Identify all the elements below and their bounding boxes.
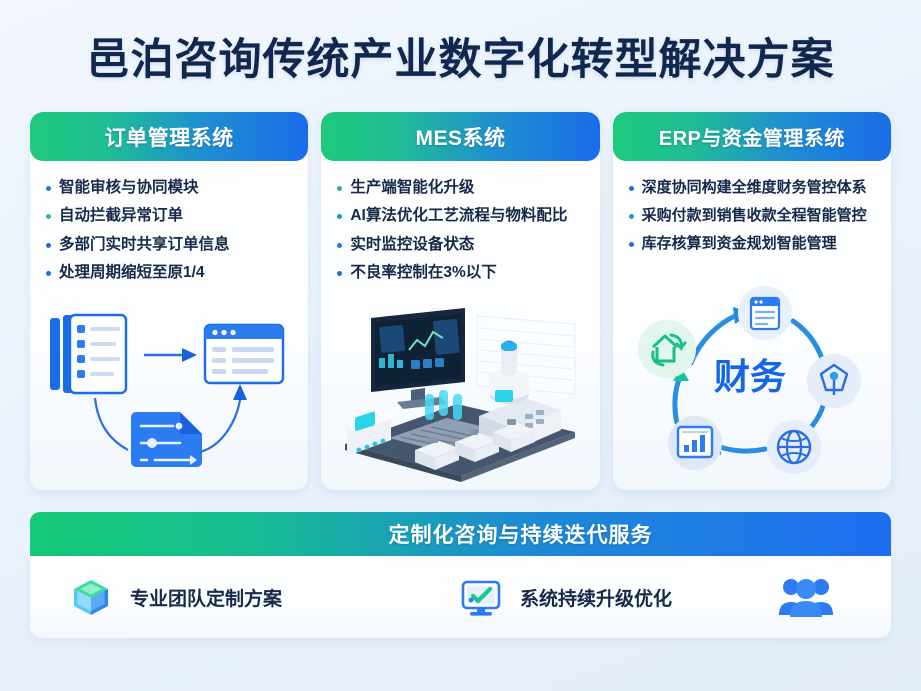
bullet-label: 实时监控设备状态 bbox=[350, 235, 475, 253]
list-item: 生产端智能化升级 bbox=[337, 177, 589, 199]
bullet-label: 不良率控制在3%以下 bbox=[350, 264, 497, 282]
list-item: 深度协同构建全维度财务管控体系 bbox=[628, 177, 881, 199]
list-item: 库存核算到资金规划智能管理 bbox=[628, 233, 881, 255]
card-title-erp: ERP与资金管理系统 bbox=[658, 128, 845, 150]
bullet-dot-icon bbox=[337, 271, 343, 277]
bullet-label: 智能审核与协同模块 bbox=[59, 179, 199, 196]
list-item: 多部门实时共享订单信息 bbox=[46, 234, 298, 256]
bullet-label: AI算法优化工艺流程与物料配比 bbox=[350, 207, 568, 225]
list-item: 不良率控制在3%以下 bbox=[337, 262, 589, 284]
smart-factory-illustration bbox=[321, 295, 599, 490]
bullet-label: 深度协同构建全维度财务管控体系 bbox=[641, 179, 867, 196]
bullet-label: 库存核算到资金规划智能管理 bbox=[641, 234, 837, 252]
list-item: 采购付款到销售收款全程智能管控 bbox=[628, 205, 881, 227]
list-item: 自动拦截异常订单 bbox=[46, 205, 298, 227]
list-item: 处理周期缩短至原1/4 bbox=[46, 262, 298, 284]
title-section: 邑泊咨询传统产业数字化转型解决方案 bbox=[30, 0, 891, 112]
list-item: 智能审核与协同模块 bbox=[46, 177, 298, 199]
card-header-erp: ERP与资金管理系统 bbox=[612, 112, 891, 161]
footer-label-system-upgrade: 系统持续升级优化 bbox=[520, 588, 673, 610]
list-item: AI算法优化工艺流程与物料配比 bbox=[337, 205, 589, 227]
order-flow-graphic bbox=[50, 313, 285, 467]
footer-item-system-upgrade[interactable]: 系统持续升级优化 bbox=[458, 574, 777, 620]
bullet-dot-icon bbox=[628, 241, 634, 247]
bullet-label: 生产端智能化升级 bbox=[350, 179, 475, 196]
card-order-management[interactable]: 订单管理系统 智能审核与协同模块 自动拦截异常订单 多部门实时共享订单信息 处 bbox=[30, 112, 309, 490]
footer-bar: 专业团队定制方案 系统持续升级优化 bbox=[30, 556, 891, 638]
bullet-dot-icon bbox=[628, 186, 634, 191]
bullet-label: 自动拦截异常订单 bbox=[59, 207, 184, 225]
card-mes-system[interactable]: MES系统 生产端智能化升级 AI算法优化工艺流程与物料配比 实时监控设备状态 bbox=[321, 112, 600, 490]
bullet-dot-icon bbox=[46, 186, 51, 191]
footer-label-team-plan: 专业团队定制方案 bbox=[130, 588, 283, 610]
bullet-label: 处理周期缩短至原1/4 bbox=[59, 264, 205, 282]
smart-factory-graphic bbox=[345, 308, 577, 483]
bullet-list-order: 智能审核与协同模块 自动拦截异常订单 多部门实时共享订单信息 处理周期缩短至原1… bbox=[30, 161, 308, 295]
cycle-center-label: 财务 bbox=[714, 356, 786, 397]
team-icon bbox=[779, 579, 833, 617]
footer-item-team-plan[interactable]: 专业团队定制方案 bbox=[68, 574, 458, 620]
recycle-node bbox=[637, 320, 696, 379]
finance-cycle-graphic: 财务 bbox=[637, 286, 861, 475]
bullet-list-erp: 深度协同构建全维度财务管控体系 采购付款到销售收款全程智能管控 库存核算到资金规… bbox=[613, 161, 891, 264]
bullet-label: 多部门实时共享订单信息 bbox=[59, 235, 230, 253]
list-item: 实时监控设备状态 bbox=[337, 234, 589, 256]
bullet-list-mes: 生产端智能化升级 AI算法优化工艺流程与物料配比 实时监控设备状态 不良率控制在… bbox=[321, 161, 599, 295]
bullet-dot-icon bbox=[337, 242, 343, 248]
services-banner: 定制化咨询与持续迭代服务 bbox=[30, 512, 891, 556]
card-header-order: 订单管理系统 bbox=[30, 112, 309, 161]
card-header-mes: MES系统 bbox=[321, 112, 600, 161]
card-title-mes: MES系统 bbox=[415, 126, 506, 150]
card-erp-finance[interactable]: ERP与资金管理系统 深度协同构建全维度财务管控体系 采购付款到销售收款全程智能… bbox=[612, 112, 891, 490]
page-title: 邑泊咨询传统产业数字化转型解决方案 bbox=[86, 36, 835, 84]
cube-icon bbox=[74, 580, 108, 615]
bullet-dot-icon bbox=[337, 214, 343, 220]
services-banner-label: 定制化咨询与持续迭代服务 bbox=[388, 524, 653, 547]
bullet-dot-icon bbox=[46, 242, 51, 248]
solution-columns: 订单管理系统 智能审核与协同模块 自动拦截异常订单 多部门实时共享订单信息 处 bbox=[30, 112, 891, 490]
finance-cycle-illustration: 财务 bbox=[613, 264, 891, 490]
card-title-order: 订单管理系统 bbox=[104, 126, 234, 150]
order-flow-illustration bbox=[30, 295, 308, 490]
bullet-dot-icon bbox=[46, 271, 51, 277]
bullet-label: 采购付款到销售收款全程智能管控 bbox=[641, 206, 867, 224]
bullet-dot-icon bbox=[628, 213, 634, 219]
bullet-dot-icon bbox=[46, 214, 51, 220]
footer-item-team-icon[interactable] bbox=[777, 575, 851, 619]
monitor-check-icon bbox=[461, 580, 501, 616]
bullet-dot-icon bbox=[337, 186, 343, 191]
